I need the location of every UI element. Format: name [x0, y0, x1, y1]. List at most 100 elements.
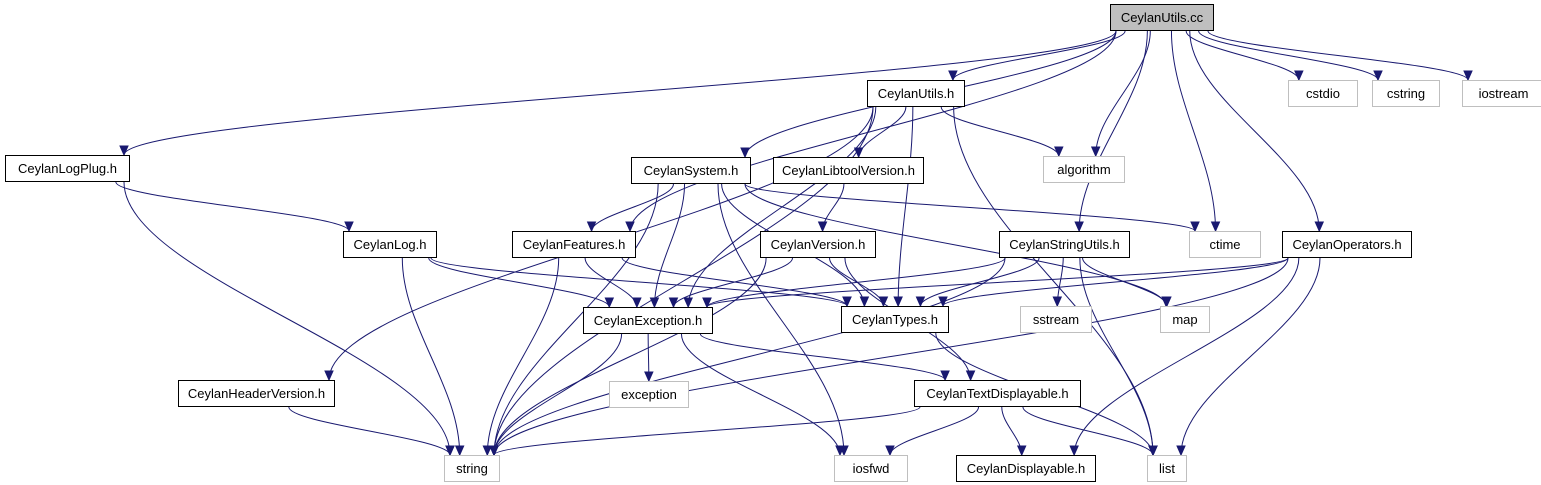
edge-stringutils-to-list: [1079, 257, 1154, 456]
edge-root-to-iostream: [1207, 30, 1469, 81]
arrowhead-textdisplayable-to-string: [489, 445, 499, 457]
node-textdisplayable[interactable]: CeylanTextDisplayable.h: [914, 380, 1081, 407]
node-algorithm: algorithm: [1043, 156, 1125, 183]
node-exception_h[interactable]: CeylanException.h: [583, 307, 713, 334]
arrowhead-stringutils-to-sstream: [1052, 296, 1063, 308]
edge-system-to-exception_h: [653, 183, 686, 308]
edge-system-to-iosfwd: [717, 183, 845, 456]
arrowhead-operators-to-displayable: [1069, 445, 1079, 457]
edge-stringutils-to-string: [493, 257, 1006, 456]
arrowhead-features-to-string: [482, 445, 493, 457]
arrowhead-logplug-to-log: [344, 221, 354, 233]
arrowhead-stringutils-to-types: [915, 296, 926, 308]
arrowhead-system-to-features: [586, 221, 597, 233]
edge-stringutils-to-types: [919, 257, 1040, 307]
edge-operators-to-exception_h: [706, 257, 1289, 308]
edge-utils_h-to-types: [897, 106, 914, 307]
node-map: map: [1160, 306, 1210, 333]
edge-exception_h-to-iosfwd: [680, 333, 841, 456]
arrowhead-operators-to-list: [1176, 445, 1186, 457]
arrowhead-exception_h-to-iosfwd: [835, 445, 845, 457]
edge-system-to-string: [493, 183, 659, 456]
node-logplug[interactable]: CeylanLogPlug.h: [5, 155, 130, 182]
edge-textdisplayable-to-list: [1022, 406, 1154, 456]
node-operators[interactable]: CeylanOperators.h: [1282, 231, 1412, 258]
edge-log-to-exception_h: [428, 257, 610, 308]
node-stringutils[interactable]: CeylanStringUtils.h: [999, 231, 1130, 258]
arrowhead-root-to-utils_h: [948, 70, 958, 82]
arrowhead-root-to-operators: [1314, 221, 1325, 233]
node-iosfwd: iosfwd: [834, 455, 908, 482]
edge-features-to-string: [486, 257, 560, 456]
edge-headerversion-to-string: [288, 406, 451, 456]
arrowhead-exception_h-to-exception: [644, 371, 654, 383]
node-system[interactable]: CeylanSystem.h: [631, 157, 751, 184]
arrowhead-root-to-cstdio: [1294, 70, 1304, 82]
arrowhead-system-to-exception_h: [649, 297, 660, 309]
node-headerversion[interactable]: CeylanHeaderVersion.h: [178, 380, 335, 407]
arrowhead-system-to-ctime: [1190, 221, 1200, 233]
arrowhead-utils_h-to-algorithm: [1054, 146, 1064, 158]
node-root[interactable]: CeylanUtils.cc: [1110, 4, 1214, 31]
node-sstream: sstream: [1020, 306, 1092, 333]
edge-exception_h-to-textdisplayable: [699, 333, 946, 381]
node-features[interactable]: CeylanFeatures.h: [512, 231, 636, 258]
edge-exception_h-to-string: [493, 333, 623, 456]
arrowhead-textdisplayable-to-displayable: [1016, 445, 1027, 457]
edge-textdisplayable-to-string: [493, 406, 921, 456]
node-types[interactable]: CeylanTypes.h: [841, 306, 949, 333]
node-iostream: iostream: [1462, 80, 1541, 107]
edge-stringutils-to-exception_h: [706, 257, 1006, 308]
node-cstring: cstring: [1372, 80, 1440, 107]
arrowhead-root-to-ctime: [1210, 221, 1221, 233]
arrowhead-root-to-cstring: [1373, 70, 1383, 82]
arrowhead-log-to-string: [454, 445, 465, 457]
node-string: string: [444, 455, 500, 482]
arrowhead-log-to-exception_h: [604, 297, 615, 309]
node-cstdio: cstdio: [1288, 80, 1358, 107]
arrowhead-operators-to-types: [938, 296, 948, 308]
node-exception: exception: [609, 381, 689, 408]
edge-logplug-to-log: [115, 181, 350, 232]
arrowhead-utils_h-to-headerversion: [324, 370, 334, 382]
edge-log-to-types: [430, 257, 848, 307]
edge-root-to-operators: [1189, 30, 1320, 232]
edge-root-to-cstdio: [1185, 30, 1300, 81]
arrowhead-types-to-list: [1148, 445, 1158, 457]
edge-textdisplayable-to-iosfwd: [889, 406, 980, 456]
edge-root-to-cstring: [1198, 30, 1379, 81]
arrowhead-root-to-algorithm: [1090, 146, 1101, 158]
node-libtool[interactable]: CeylanLibtoolVersion.h: [773, 157, 924, 184]
arrowhead-system-to-types: [859, 296, 870, 308]
edge-operators-to-displayable: [1073, 257, 1300, 456]
arrowhead-headerversion-to-string: [445, 445, 455, 457]
node-displayable[interactable]: CeylanDisplayable.h: [956, 455, 1096, 482]
arrowhead-root-to-stringutils: [1074, 221, 1084, 233]
arrowhead-stringutils-to-map: [1162, 296, 1172, 308]
node-log[interactable]: CeylanLog.h: [343, 231, 437, 258]
edge-system-to-map: [744, 183, 1167, 307]
edge-root-to-stringutils: [1078, 30, 1148, 232]
arrowhead-root-to-iostream: [1463, 70, 1473, 82]
edge-operators-to-list: [1180, 257, 1321, 456]
edge-utils_h-to-libtool: [858, 106, 907, 158]
edge-root-to-algorithm: [1095, 30, 1151, 157]
edge-root-to-logplug: [123, 30, 1117, 156]
node-ctime: ctime: [1189, 231, 1261, 258]
arrowhead-version-to-textdisplayable: [965, 370, 976, 382]
arrowhead-features-to-exception_h: [632, 297, 642, 309]
arrowhead-textdisplayable-to-iosfwd: [885, 445, 895, 457]
edge-stringutils-to-map: [1082, 257, 1168, 307]
node-utils_h[interactable]: CeylanUtils.h: [867, 80, 965, 107]
edge-utils_h-to-algorithm: [940, 106, 1060, 157]
arrowhead-exception_h-to-textdisplayable: [940, 370, 950, 382]
edge-logplug-to-string: [123, 181, 451, 456]
edge-utils_h-to-list: [953, 106, 1154, 456]
arrowhead-utils_h-to-types: [893, 296, 903, 308]
arrowhead-root-to-system: [740, 147, 750, 159]
edge-operators-to-string: [493, 257, 1289, 456]
node-version[interactable]: CeylanVersion.h: [760, 231, 876, 258]
arrowhead-root-to-features: [625, 221, 635, 233]
edge-version-to-string: [493, 257, 767, 456]
arrowhead-libtool-to-version: [817, 221, 828, 233]
